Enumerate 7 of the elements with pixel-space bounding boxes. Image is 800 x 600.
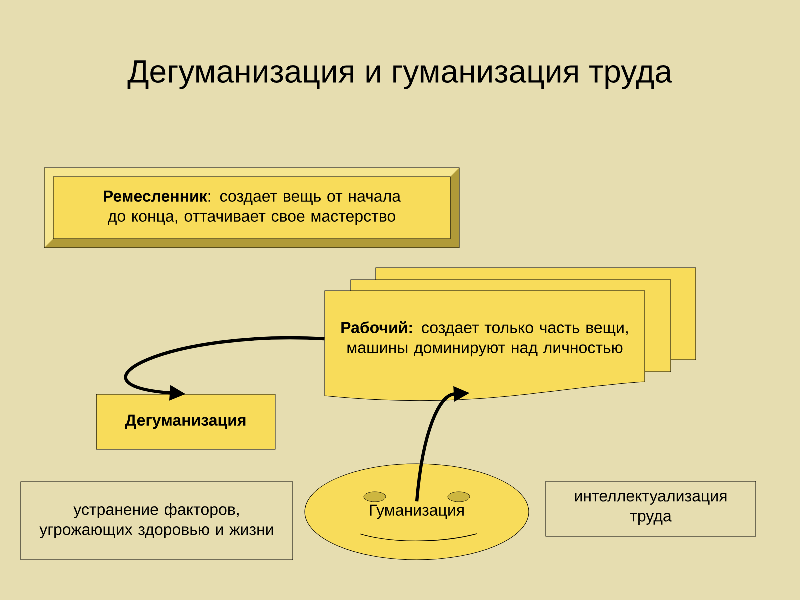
smiley-face: Гуманизация [304, 464, 530, 560]
text-box: интеллектуализация труда [546, 481, 756, 537]
process-box: Дегуманизация [96, 394, 276, 450]
title: Дегуманизация и гуманизация труда [128, 60, 672, 90]
text-box: устранение факторов, угрожающих здоровью и жизни [20, 482, 294, 560]
document-stack: Рабочий: создает только часть вещи, машины доминируют над личностью [324, 268, 696, 402]
beveled-box: Ремесленник: создает вещь от начала до конца, оттачивает свое мастерство [44, 168, 460, 248]
